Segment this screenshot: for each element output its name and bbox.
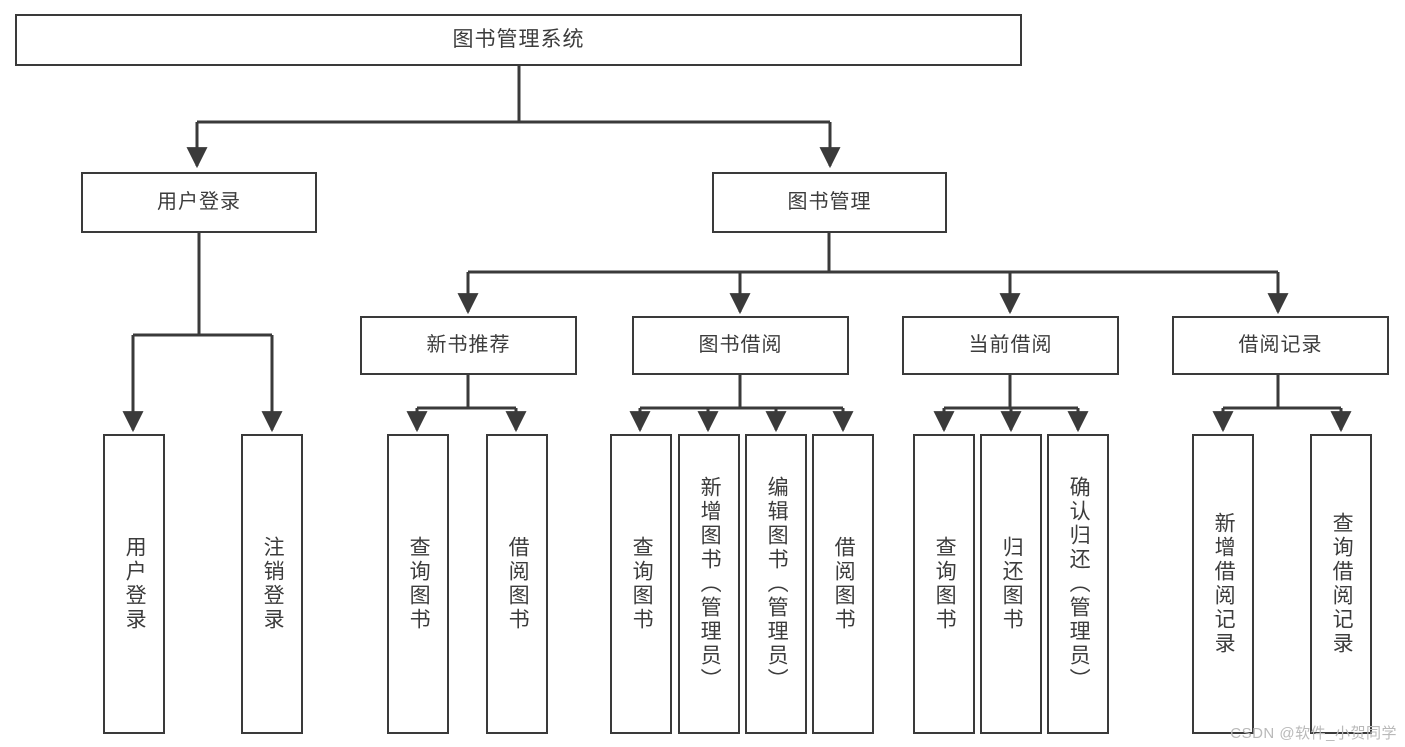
node-root-label: 图书管理系统 — [452, 27, 585, 51]
leaf-user-login-label: 用户登录 — [123, 536, 147, 632]
node-current-borrow-label: 当前借阅 — [968, 334, 1053, 356]
node-user-login[interactable]: 用户登录 — [81, 172, 317, 233]
leaf-borrow-book[interactable]: 借阅图书 — [812, 434, 874, 734]
node-borrow-record[interactable]: 借阅记录 — [1172, 316, 1389, 375]
leaf-logout-label: 注销登录 — [261, 536, 285, 632]
leaf-confirm-return-admin-label: 确认归还（管理员） — [1067, 476, 1091, 692]
leaf-query-book-current-label: 查询图书 — [933, 536, 957, 632]
leaf-return-book[interactable]: 归还图书 — [980, 434, 1042, 734]
watermark: CSDN @软件_小贺同学 — [1230, 725, 1397, 742]
leaf-user-login[interactable]: 用户登录 — [103, 434, 165, 734]
node-borrow-record-label: 借阅记录 — [1238, 334, 1323, 356]
node-current-borrow[interactable]: 当前借阅 — [902, 316, 1119, 375]
leaf-edit-book-admin[interactable]: 编辑图书（管理员） — [745, 434, 807, 734]
node-new-book-recommend-label: 新书推荐 — [426, 334, 511, 356]
leaf-query-book-recommend[interactable]: 查询图书 — [387, 434, 449, 734]
leaf-query-book[interactable]: 查询图书 — [610, 434, 672, 734]
leaf-edit-book-admin-label: 编辑图书（管理员） — [765, 476, 789, 692]
node-book-borrow-label: 图书借阅 — [698, 334, 783, 356]
node-book-borrow[interactable]: 图书借阅 — [632, 316, 849, 375]
leaf-borrow-book-recommend[interactable]: 借阅图书 — [486, 434, 548, 734]
node-book-management-label: 图书管理 — [787, 191, 872, 213]
leaf-confirm-return-admin[interactable]: 确认归还（管理员） — [1047, 434, 1109, 734]
node-root[interactable]: 图书管理系统 — [15, 14, 1022, 66]
leaf-borrow-book-recommend-label: 借阅图书 — [506, 536, 530, 632]
leaf-query-book-label: 查询图书 — [630, 536, 654, 632]
leaf-query-borrow-record-label: 查询借阅记录 — [1330, 512, 1354, 656]
node-book-management[interactable]: 图书管理 — [712, 172, 947, 233]
leaf-add-borrow-record[interactable]: 新增借阅记录 — [1192, 434, 1254, 734]
leaf-return-book-label: 归还图书 — [1000, 536, 1024, 632]
leaf-add-book-admin-label: 新增图书（管理员） — [698, 476, 722, 692]
leaf-add-borrow-record-label: 新增借阅记录 — [1212, 512, 1236, 656]
leaf-query-borrow-record[interactable]: 查询借阅记录 — [1310, 434, 1372, 734]
node-new-book-recommend[interactable]: 新书推荐 — [360, 316, 577, 375]
leaf-logout[interactable]: 注销登录 — [241, 434, 303, 734]
leaf-query-book-recommend-label: 查询图书 — [407, 536, 431, 632]
leaf-query-book-current[interactable]: 查询图书 — [913, 434, 975, 734]
node-user-login-label: 用户登录 — [157, 191, 241, 213]
leaf-borrow-book-label: 借阅图书 — [832, 536, 856, 632]
leaf-add-book-admin[interactable]: 新增图书（管理员） — [678, 434, 740, 734]
